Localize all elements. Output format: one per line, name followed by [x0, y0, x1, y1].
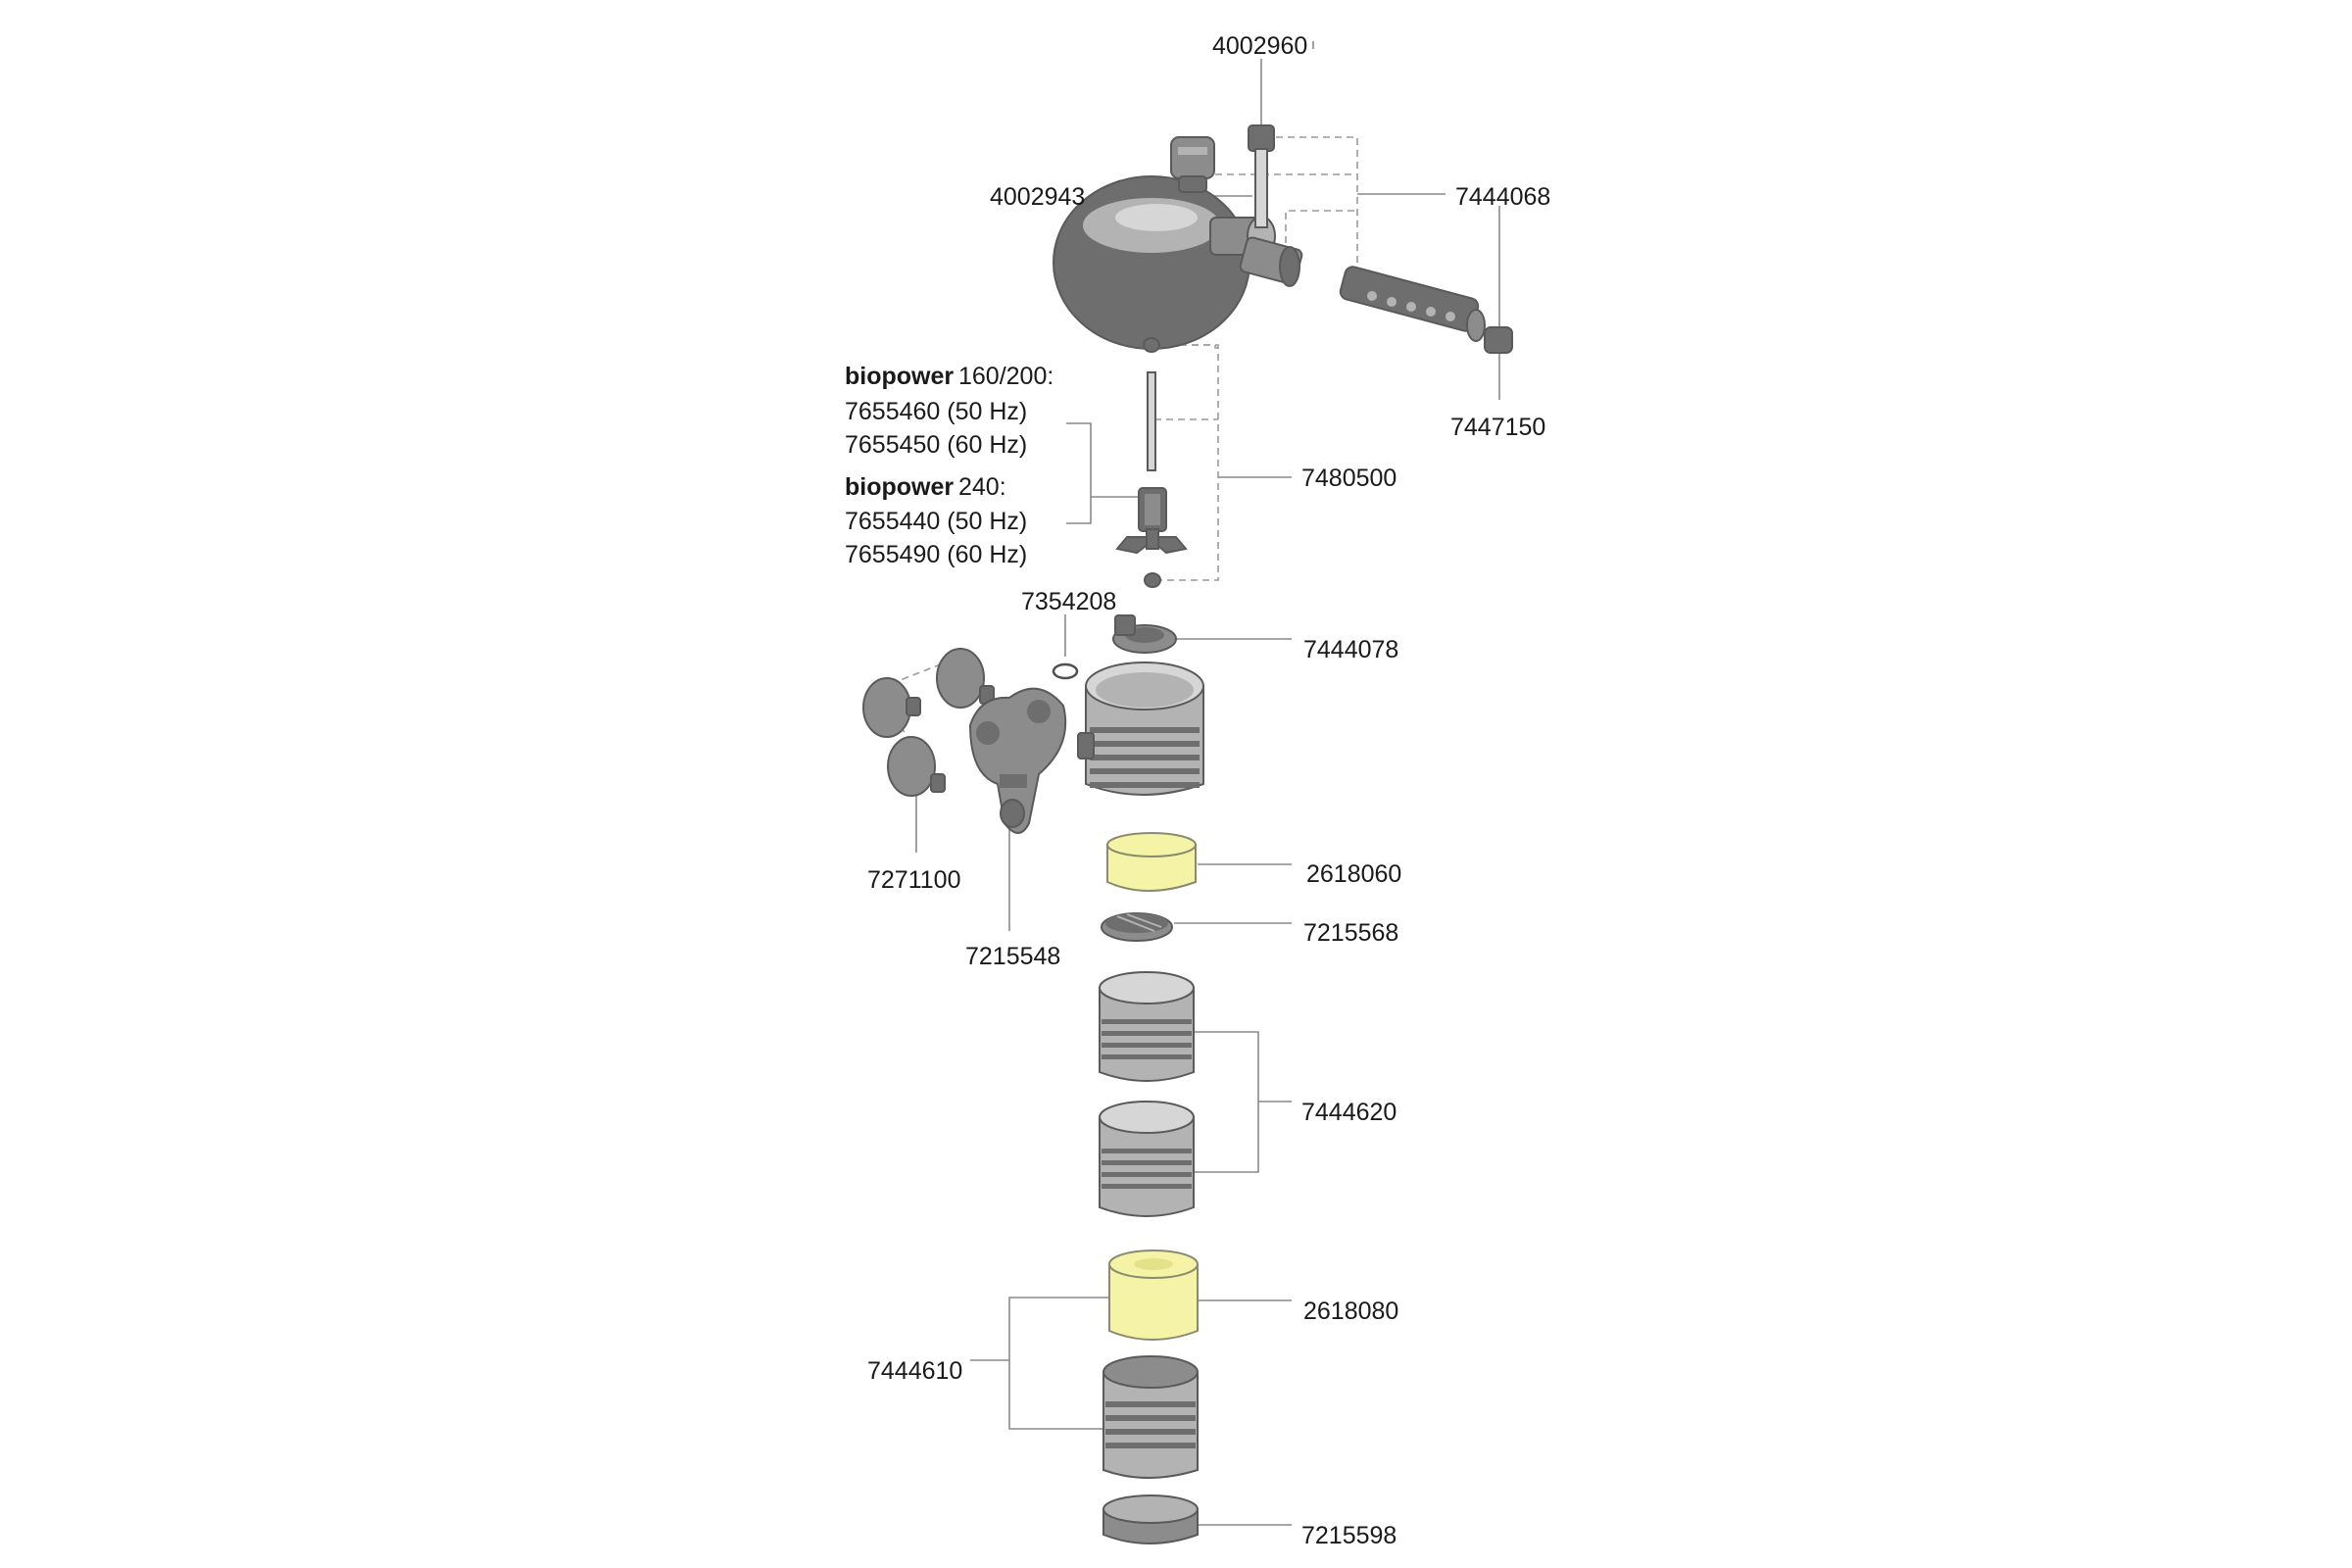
- label-7655460: 7655460 (50 Hz): [845, 398, 1027, 425]
- part-labels: 4002960 4002943 7444068 7447150 7480500 …: [845, 32, 1550, 1549]
- label-7271100: 7271100: [867, 866, 960, 894]
- air-tube-part: [1248, 124, 1275, 228]
- label-7480500: 7480500: [1301, 465, 1396, 492]
- motor-housing-part: [1077, 662, 1204, 796]
- label-7655490: 7655490 (60 Hz): [845, 541, 1027, 568]
- bottom-cap-part: [1102, 1494, 1199, 1544]
- impeller-assembly-part: [1115, 337, 1188, 588]
- label-2618060: 2618060: [1306, 860, 1401, 888]
- air-valve-part: [1170, 136, 1215, 193]
- leader-lines: [879, 41, 1500, 1526]
- label-biopower-a-rest: 160/200:: [958, 363, 1054, 390]
- label-7215568: 7215568: [1303, 919, 1398, 947]
- suction-cups-part: [862, 648, 995, 797]
- label-7444620: 7444620: [1301, 1099, 1396, 1126]
- label-7655450: 7655450 (60 Hz): [845, 431, 1027, 459]
- label-7215548: 7215548: [965, 943, 1060, 970]
- label-2618080: 2618080: [1303, 1298, 1398, 1325]
- label-7447150: 7447150: [1450, 414, 1545, 441]
- outlet-connector-part: [1239, 236, 1303, 287]
- end-cap-part: [1484, 326, 1513, 354]
- label-7655440: 7655440 (50 Hz): [845, 508, 1027, 535]
- label-biopower-b-rest: 240:: [958, 473, 1006, 501]
- label-7444610: 7444610: [867, 1357, 962, 1385]
- sponge-large-part: [1108, 1250, 1199, 1341]
- o-ring-part: [1052, 662, 1079, 680]
- filter-cartridge-bottom-part: [1102, 1355, 1199, 1479]
- filter-grid-part: [1101, 912, 1173, 942]
- label-biopower-b-bold: biopower: [845, 473, 954, 501]
- sponge-small-part: [1106, 832, 1197, 892]
- label-4002943: 4002943: [990, 183, 1085, 211]
- impeller-cover-part: [1112, 614, 1177, 654]
- label-7444068: 7444068: [1455, 183, 1550, 211]
- label-biopower-a-bold: biopower: [845, 363, 954, 390]
- spray-bar-part: [1339, 266, 1486, 342]
- label-7215598: 7215598: [1301, 1522, 1396, 1549]
- label-7354208: 7354208: [1021, 588, 1116, 615]
- filter-holder-part: [968, 687, 1067, 834]
- label-7444078: 7444078: [1303, 636, 1398, 663]
- label-4002960: 4002960: [1212, 32, 1307, 60]
- filter-cartridge-upper-part: [1099, 971, 1195, 1082]
- filter-cartridge-lower-part: [1099, 1101, 1195, 1217]
